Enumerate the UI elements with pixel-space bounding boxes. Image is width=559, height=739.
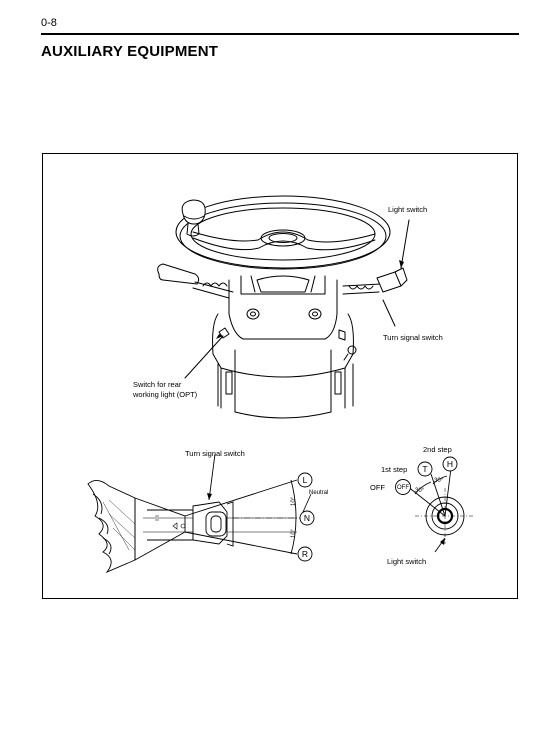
position-left-marker: L <box>297 472 313 488</box>
light-switch-bottom-label: Light switch <box>387 557 426 566</box>
angle-label-2: 30° <box>415 488 425 494</box>
light-switch-label: Light switch <box>388 205 427 214</box>
first-step-label: 1st step <box>381 465 407 474</box>
rear-light-label-line2: working light (OPT) <box>132 390 198 399</box>
light-switch-leader <box>400 219 410 269</box>
position-t-marker: T <box>417 461 433 477</box>
svg-text:T: T <box>422 464 427 474</box>
svg-text:N: N <box>304 513 310 523</box>
steering-wheel-drawing <box>175 195 391 270</box>
svg-text:L: L <box>303 475 308 485</box>
position-right-marker: R <box>297 546 313 562</box>
second-step-label: 2nd step <box>423 445 452 454</box>
neutral-label: Neutral <box>309 490 328 496</box>
figure-frame: Light switch Turn signal switch Switch f… <box>42 153 518 599</box>
rear-light-label-line1: Switch for rear <box>133 380 182 389</box>
angle-upper-label: 10° <box>291 496 297 506</box>
turn-signal-lever-drawing <box>87 479 301 574</box>
steering-column-drawing <box>157 263 408 419</box>
lever-detail-title: Turn signal switch <box>185 449 245 458</box>
page-number: 0-8 <box>41 17 57 29</box>
header-rule <box>41 33 519 35</box>
turn-signal-switch-label: Turn signal switch <box>383 333 443 342</box>
turn-signal-leader <box>382 299 396 327</box>
section-title: AUXILIARY EQUIPMENT <box>41 43 219 60</box>
svg-text:OFF: OFF <box>397 485 409 491</box>
rear-light-leader <box>184 335 224 379</box>
steering-column-illustration: Light switch Turn signal switch Switch f… <box>87 195 475 574</box>
angle-label-1: 30° <box>434 478 444 484</box>
position-off-marker: OFF <box>395 479 411 495</box>
svg-text:H: H <box>447 459 453 469</box>
light-switch-rotary-drawing <box>406 467 475 553</box>
svg-text:R: R <box>302 549 308 559</box>
position-h-marker: H <box>442 456 458 472</box>
angle-lower-label: 10° <box>291 528 297 538</box>
position-neutral-marker: N <box>299 510 315 526</box>
off-text-label: OFF <box>370 483 385 492</box>
